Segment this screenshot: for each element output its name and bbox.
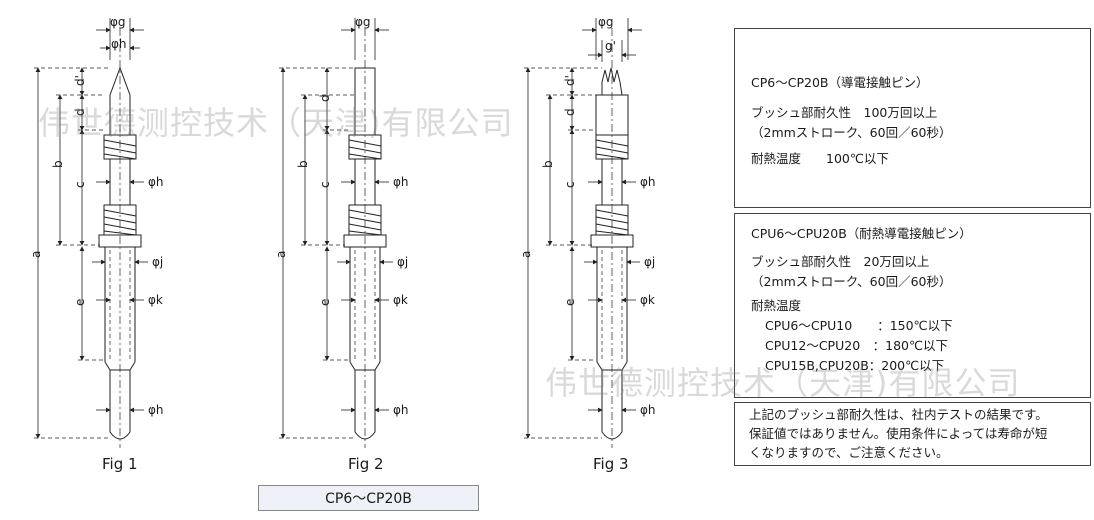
fig2-label-phi-g: φg [355,15,371,29]
notice-box: 上記のブッシュ部耐久性は、社内テストの結果です。 保証値ではありません。使用条件… [734,402,1091,466]
spec2-heat-row-3: CPU15B,CPU20B：200℃以下 [765,358,945,373]
fig3-label-a: a [519,251,533,258]
fig3-label-e: e [563,299,577,306]
fig1-label-phi-j: φj [152,255,163,269]
fig2-label-phi-k: φk [393,293,408,307]
fig2-label-phi-h-tail: φh [393,403,409,417]
model-caption-box: CP6～CP20B [258,485,479,511]
fig3-label-phi-h-tail: φh [640,403,656,417]
spec2-durability-note: （2mmストローク、60回／60秒） [751,274,952,289]
fig1-dimensions [34,18,148,439]
fig2-label-phi-h-mid: φh [393,175,409,189]
spec2-heat: 耐熱温度 [751,298,802,313]
fig3-label-phi-k: φk [640,293,655,307]
fig2-dimensions [279,18,393,439]
notice-line-2: 保証値ではありません。使用条件によっては寿命が短 [749,426,1048,441]
fig3-caption: Fig 3 [593,455,629,473]
spec2-durability: ブッシュ部耐久性 20万回以上 [751,254,930,269]
spec1-durability: ブッシュ部耐久性 100万回以上 [751,105,938,120]
fig1-label-phi-k: φk [148,293,163,307]
fig2-label-c: c [318,181,332,188]
fig1-label-phi-h-top: φh [111,37,127,51]
fig2-label-d: d [318,94,332,102]
fig3-label-b: b [541,160,555,168]
fig1-label-d-prime: d' [73,75,87,86]
fig2-label-phi-j: φj [397,255,408,269]
fig1-label-phi-h-tail: φh [148,403,164,417]
fig1-label-d: d [73,108,87,116]
fig2-label-e: e [318,299,332,306]
fig1-label-phi-h-mid: φh [148,175,164,189]
fig1-label-phi-g: φg [110,15,126,29]
fig3-label-c: c [563,181,577,188]
fig1-label-b: b [51,160,65,168]
fig2-caption: Fig 2 [348,455,384,473]
fig1-label-c: c [73,181,87,188]
fig2-label-a: a [274,251,288,258]
fig3-label-phi-g: φg [598,15,614,29]
fig3-drawing [590,28,634,448]
dimension-labels: φg φh φh φj φk φh a b c d d' e φg φh φj … [29,15,656,417]
fig3-label-d: d [563,108,577,116]
notice-line-3: くなりますので、ご注意ください。 [749,445,949,460]
notice-line-1: 上記のブッシュ部耐久性は、社内テストの結果です。 [749,407,1048,422]
spec2-heat-row-1: CPU6～CPU10 ：150℃以下 [765,318,953,333]
spec2-title: CPU6～CPU20B（耐熱導電接触ピン） [751,226,972,241]
fig1-caption: Fig 1 [102,455,138,473]
fig3-label-phi-j: φj [644,255,655,269]
spec1-title: CP6～CP20B（導電接触ピン） [751,75,929,90]
fig1-label-a: a [29,251,43,258]
fig2-drawing [343,28,387,448]
spec1-heat: 耐熱温度 100℃以下 [751,151,889,166]
spec2-heat-row-2: CPU12～CPU20 ：180℃以下 [765,338,949,353]
spec1-durability-note: （2mmストローク、60回／60秒） [751,125,952,140]
fig3-label-phi-h-mid: φh [640,175,656,189]
fig1-label-e: e [73,299,87,306]
fig3-label-d-prime: d' [563,75,577,86]
fig3-label-g-prime: g' [605,39,616,53]
spec-box-cpu: CPU6～CPU20B（耐熱導電接触ピン） ブッシュ部耐久性 20万回以上 （2… [734,213,1091,398]
spec-box-cp: CP6～CP20B（導電接触ピン） ブッシュ部耐久性 100万回以上 （2mmス… [734,28,1091,208]
fig1-drawing [98,28,142,448]
fig3-dimensions [524,18,642,439]
fig2-label-b: b [296,160,310,168]
